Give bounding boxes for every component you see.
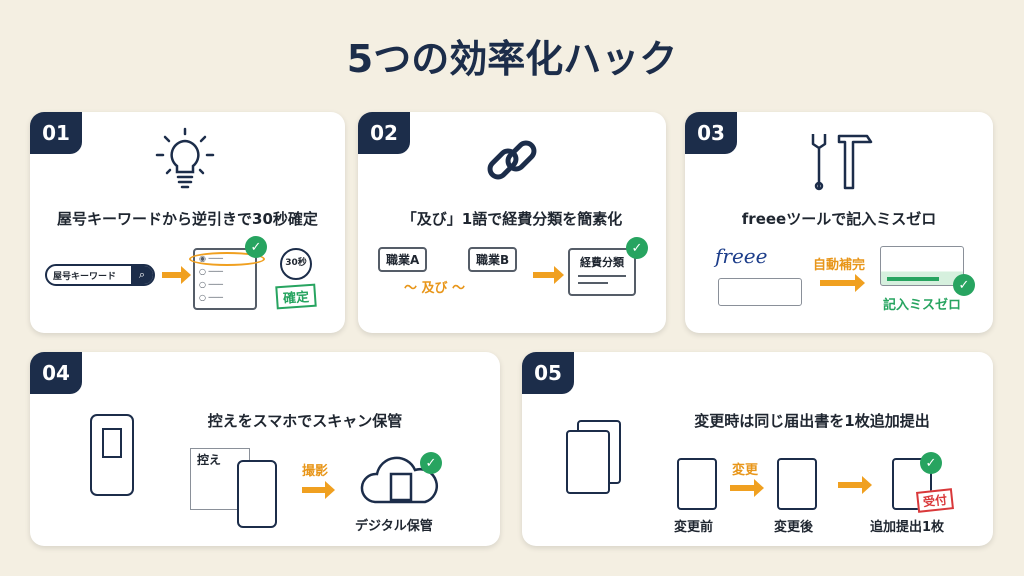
result-label: 追加提出1枚 bbox=[870, 520, 945, 535]
result-label: 記入ミスゼロ bbox=[883, 298, 962, 313]
check-icon: ✓ bbox=[953, 274, 975, 296]
doc-label: 控え bbox=[197, 453, 222, 467]
arrow-label: 変更 bbox=[732, 463, 759, 478]
smartphone-icon bbox=[90, 414, 134, 496]
arrow-icon bbox=[820, 274, 865, 292]
check-icon: ✓ bbox=[245, 236, 267, 258]
card-number: 04 bbox=[30, 352, 82, 394]
check-icon: ✓ bbox=[626, 237, 648, 259]
after-label: 変更後 bbox=[774, 520, 814, 535]
lightbulb-icon bbox=[155, 127, 215, 189]
arrow-icon bbox=[730, 479, 764, 497]
card-number: 05 bbox=[522, 352, 574, 394]
stopwatch-icon: 30秒 bbox=[280, 248, 312, 280]
card-number: 01 bbox=[30, 112, 82, 154]
arrow-icon bbox=[533, 266, 564, 284]
card-03: 03 freeeツールで記入ミスゼロ freee 自動補完 ✓ 記入ミスゼロ bbox=[685, 112, 993, 333]
card-heading: 変更時は同じ届出書を1枚追加提出 bbox=[694, 412, 930, 430]
expense-category-box: 経費分類 bbox=[568, 248, 636, 296]
document-after-icon bbox=[777, 458, 817, 510]
arrow-icon bbox=[302, 481, 335, 499]
card-number: 03 bbox=[685, 112, 737, 154]
card-heading: 控えをスマホでスキャン保管 bbox=[207, 412, 403, 430]
confirmed-stamp: 確定 bbox=[275, 283, 317, 310]
card-01: 01 屋号キーワードから逆引きで30秒確定 屋号キーワード ⌕ ◉ ───○ ─… bbox=[30, 112, 345, 333]
before-label: 変更前 bbox=[674, 520, 714, 535]
freee-logo: freee bbox=[715, 244, 768, 268]
result-label: 経費分類 bbox=[580, 256, 624, 269]
card-04: 04 控えをスマホでスキャン保管 控え 撮影 ✓ デジタル保管 bbox=[30, 352, 500, 546]
link-icon bbox=[487, 140, 537, 180]
cloud-icon bbox=[360, 456, 438, 504]
card-number: 02 bbox=[358, 112, 410, 154]
received-stamp: 受付 bbox=[916, 488, 955, 513]
completed-form bbox=[880, 246, 964, 286]
check-icon: ✓ bbox=[920, 452, 942, 474]
arrow-icon bbox=[162, 266, 191, 284]
document-before-icon bbox=[677, 458, 717, 510]
job-b-box: 職業B bbox=[468, 247, 518, 272]
page-title: 5つの効率化ハック bbox=[346, 37, 678, 81]
card-heading: 「及び」1語で経費分類を簡素化 bbox=[401, 210, 623, 228]
connector-label: 〜 及び 〜 bbox=[404, 281, 466, 296]
result-label: デジタル保管 bbox=[355, 519, 433, 534]
arrow-label: 撮影 bbox=[302, 464, 329, 479]
check-icon: ✓ bbox=[420, 452, 442, 474]
phone-scan-icon bbox=[237, 460, 277, 528]
search-input: 屋号キーワード ⌕ bbox=[45, 264, 155, 286]
job-a-box: 職業A bbox=[378, 247, 428, 272]
card-05: 05 変更時は同じ届出書を1枚追加提出 変更前 変更 変更後 ✓ 受付 追加提出… bbox=[522, 352, 993, 546]
card-02: 02 「及び」1語で経費分類を簡素化 職業A 職業B 〜 及び 〜 経費分類 ✓ bbox=[358, 112, 666, 333]
search-icon: ⌕ bbox=[131, 266, 153, 284]
card-heading: freeeツールで記入ミスゼロ bbox=[741, 210, 937, 228]
form-box bbox=[718, 278, 802, 306]
card-heading: 屋号キーワードから逆引きで30秒確定 bbox=[57, 210, 318, 228]
tools-icon bbox=[811, 134, 873, 191]
arrow-label: 自動補完 bbox=[813, 258, 866, 273]
arrow-icon bbox=[838, 476, 872, 494]
search-text: 屋号キーワード bbox=[53, 272, 117, 282]
list-icon: ◉ ───○ ───○ ───○ ─── bbox=[189, 248, 265, 310]
